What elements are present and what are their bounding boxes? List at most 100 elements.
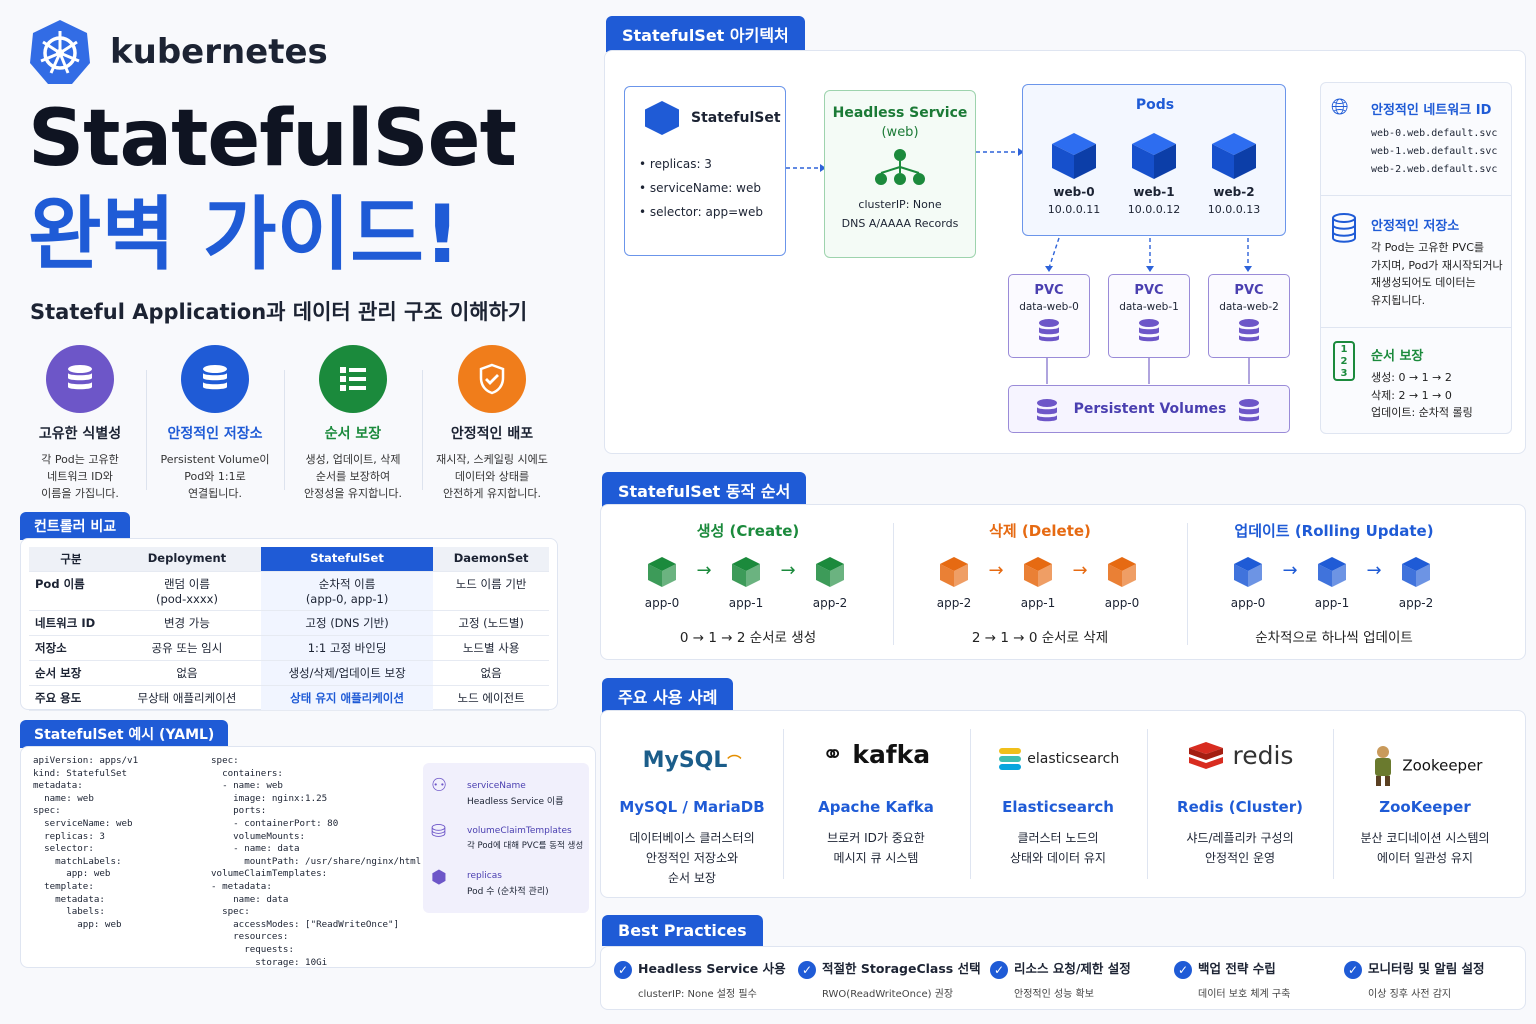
pod-cube-icon [816, 557, 844, 587]
arrow-right-icon: → [988, 560, 1004, 581]
check-icon: ✓ [614, 960, 632, 979]
pods-box: Pods web-0 10.0.0.11 web-1 10.0.0.12 web… [1022, 84, 1286, 236]
elasticsearch-logo: elasticsearch [972, 730, 1144, 786]
feature-title: 순서 보장 [324, 426, 382, 442]
table-cell: 고정 (DNS 기반) [260, 610, 434, 636]
usecase-title: Elasticsearch [1002, 798, 1114, 816]
database-icon [1139, 319, 1159, 342]
network-icon: ⚇ [431, 775, 448, 796]
arrow-right-icon: → [1366, 560, 1382, 581]
usecase-desc: 순서 보장 [668, 871, 716, 885]
table-cell: 순서 보장 [29, 660, 113, 686]
pvc-label: PVC [1034, 283, 1064, 298]
persistent-volumes-box: Persistent Volumes [1008, 385, 1290, 433]
service-subtitle: (web) [881, 125, 919, 140]
bp-desc: 데이터 보호 체계 구축 [1198, 988, 1291, 1000]
table-cell: 저장소 [29, 635, 113, 661]
feature-desc-line: 순서를 보장하여 [315, 470, 391, 484]
statefulset-item: • replicas: 3 [639, 157, 712, 171]
pod-name: web-0 [1053, 185, 1095, 199]
note-desc: Pod 수 (순차적 관리) [467, 887, 549, 897]
shield-check-icon [458, 345, 526, 413]
statefulset-title: StatefulSet [691, 110, 781, 126]
bp-title: 적절한 StorageClass 선택 [822, 961, 981, 976]
statefulset-item-text: selector: app=web [649, 205, 763, 219]
page-title: StatefulSet [28, 94, 517, 184]
statefulset-item-text: replicas: 3 [649, 157, 712, 171]
operation-pod-label: app-0 [1104, 596, 1140, 610]
feature-desc-line: 네트워크 ID와 [47, 470, 113, 484]
database-icon [1039, 319, 1059, 342]
usecase-desc: 안정적인 운영 [1204, 851, 1276, 865]
kubernetes-logo [30, 20, 90, 84]
table-cell: 없음 [433, 660, 549, 686]
operation-caption: 2 → 1 → 0 순서로 삭제 [971, 630, 1109, 646]
arrow-right-icon: → [1282, 560, 1298, 581]
table-cell: 주요 용도 [29, 685, 113, 711]
info-line: 생성: 0 → 1 → 2 [1371, 371, 1452, 384]
pvc-data-web-0: PVC data-web-0 [1008, 274, 1090, 358]
logo-text: MySQL [642, 748, 728, 773]
table-cell: 1:1 고정 바인딩 [260, 635, 434, 661]
info-line: 가지며, Pod가 재시작되거나 [1371, 258, 1503, 272]
bp-title: Headless Service 사용 [638, 961, 786, 976]
pod-cube-icon [1402, 557, 1430, 587]
service-title: Headless Service [832, 105, 968, 121]
note-title: serviceName [467, 781, 526, 791]
table-cell: 노드별 사용 [433, 635, 549, 661]
feature-title: 고유한 식별성 [38, 426, 122, 442]
redis-icon [1188, 742, 1223, 769]
persistent-volumes-label: Persistent Volumes [1073, 401, 1227, 417]
usecase-desc: 에이터 일관성 유지 [1377, 851, 1473, 865]
table-cell: Pod 이름 [29, 571, 113, 611]
redis-logo: redis [1150, 730, 1330, 786]
pod-cube-icon [1132, 133, 1176, 179]
statefulset-item: • serviceName: web [639, 181, 761, 195]
pvc-label: PVC [1134, 283, 1164, 298]
usecase-desc: 분산 코디네이션 시스템의 [1360, 831, 1490, 845]
info-line: web-0.web.default.svc [1371, 128, 1498, 139]
table-row: 네트워크 ID 변경 가능 고정 (DNS 기반) 고정 (노드별) [29, 610, 549, 636]
logo-text: Zookeeper [1402, 756, 1483, 775]
database-icon [181, 345, 249, 413]
service-dns: DNS A/AAAA Records [841, 217, 959, 230]
check-icon: ✓ [1344, 960, 1362, 979]
usecase-desc: 안정적인 저장소와 [645, 851, 739, 865]
usecase-title: Apache Kafka [818, 798, 934, 816]
statefulset-item-text: serviceName: web [649, 181, 761, 195]
table-cell: 랜덤 이름 (pod-xxxx) [113, 571, 261, 611]
pod-cube-icon [1024, 557, 1052, 587]
table-row: 주요 용도 무상태 애플리케이션 상태 유지 애플리케이션 노드 에이전트 [29, 685, 549, 711]
brand-name: kubernetes [110, 32, 328, 72]
feature-desc-line: 재시작, 스케일링 시에도 [436, 453, 548, 466]
note-desc: 각 Pod에 대해 PVC를 동적 생성 [467, 841, 584, 851]
statefulset-item: • selector: app=web [639, 205, 763, 219]
table-cell: 공유 또는 임시 [113, 635, 261, 661]
table-cell: 네트워크 ID [29, 610, 113, 636]
pod-web-0: web-0 10.0.0.11 [1041, 131, 1107, 216]
pod-cube-icon [1234, 557, 1262, 587]
table-header: StatefulSet [260, 547, 434, 572]
operation-pod: app-0 [632, 556, 692, 610]
usecase-desc: 브로커 ID가 중요한 [827, 831, 925, 845]
feature-desc-line: 생성, 업데이트, 삭제 [305, 453, 401, 466]
architecture-tab: StatefulSet 아키텍처 [606, 16, 805, 52]
table-cell: 상태 유지 애플리케이션 [260, 685, 434, 711]
pod-web-1: web-1 10.0.0.12 [1121, 131, 1187, 216]
table-cell: 순차적 이름 (app-0, app-1) [260, 571, 434, 611]
compare-table: 구분 Deployment StatefulSet DaemonSet Pod … [29, 547, 549, 711]
database-icon [1037, 399, 1057, 422]
feature-desc-line: 데이터와 상태를 [454, 470, 530, 484]
table-cell: 노드 이름 기반 [433, 571, 549, 611]
pod-cube-icon [940, 557, 968, 587]
